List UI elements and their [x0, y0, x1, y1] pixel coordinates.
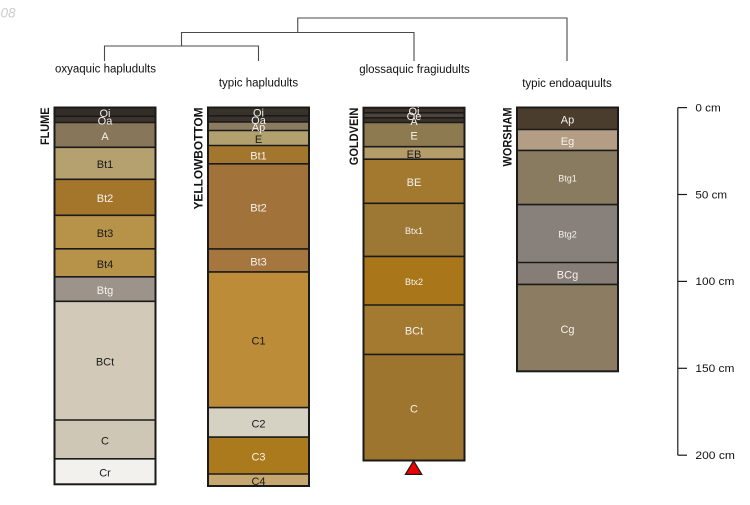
svg-text:Bt4: Bt4: [97, 259, 114, 271]
svg-text:C: C: [101, 435, 109, 447]
svg-text:200 cm: 200 cm: [695, 450, 735, 462]
svg-text:Btg2: Btg2: [558, 230, 577, 240]
svg-text:A: A: [101, 131, 109, 143]
svg-text:Btg: Btg: [97, 285, 114, 297]
svg-text:Btg1: Btg1: [558, 174, 577, 184]
svg-text:50 cm: 50 cm: [695, 189, 727, 201]
svg-text:Bt2: Bt2: [250, 202, 267, 214]
svg-text:Bt1: Bt1: [250, 151, 267, 163]
svg-text:GOLDVEIN: GOLDVEIN: [349, 108, 361, 166]
svg-text:Cg: Cg: [560, 324, 574, 336]
svg-text:Eg: Eg: [561, 136, 574, 148]
svg-text:-08: -08: [0, 6, 16, 21]
svg-text:C4: C4: [251, 476, 265, 488]
svg-text:EB: EB: [407, 149, 422, 161]
svg-text:0 cm: 0 cm: [695, 102, 720, 114]
svg-text:C2: C2: [251, 418, 265, 430]
svg-text:C3: C3: [251, 452, 265, 464]
svg-text:FLUME: FLUME: [40, 107, 52, 145]
svg-text:Bt2: Bt2: [97, 193, 114, 205]
svg-text:typic hapludults: typic hapludults: [219, 77, 299, 89]
svg-text:100 cm: 100 cm: [695, 276, 734, 288]
svg-text:Ap: Ap: [252, 122, 265, 134]
svg-text:Oi: Oi: [100, 108, 111, 120]
svg-text:Oa: Oa: [98, 115, 114, 127]
svg-text:C1: C1: [251, 336, 265, 348]
svg-text:Btx2: Btx2: [405, 277, 423, 287]
svg-text:Bt3: Bt3: [250, 256, 267, 268]
svg-text:YELLOWBOTTOM: YELLOWBOTTOM: [193, 107, 205, 209]
svg-text:Oe: Oe: [407, 111, 422, 123]
svg-text:Oi: Oi: [409, 106, 420, 118]
svg-text:150 cm: 150 cm: [695, 363, 734, 375]
svg-text:typic endoaquults: typic endoaquults: [522, 78, 612, 90]
svg-text:oxyaquic hapludults: oxyaquic hapludults: [55, 64, 156, 76]
svg-text:Bt3: Bt3: [97, 228, 114, 240]
svg-text:BE: BE: [407, 177, 422, 189]
svg-text:glossaquic fragiudults: glossaquic fragiudults: [359, 64, 470, 76]
svg-text:Ap: Ap: [561, 115, 574, 127]
svg-text:BCt: BCt: [405, 326, 423, 338]
svg-text:Oi: Oi: [253, 108, 264, 120]
svg-text:E: E: [255, 134, 262, 146]
svg-text:BCt: BCt: [96, 357, 114, 369]
svg-text:A: A: [410, 116, 418, 128]
svg-text:Bt1: Bt1: [97, 159, 114, 171]
svg-text:E: E: [410, 131, 417, 143]
svg-text:Oa: Oa: [251, 115, 267, 127]
svg-text:C: C: [410, 403, 418, 415]
svg-text:BCg: BCg: [557, 269, 578, 281]
svg-text:WORSHAM: WORSHAM: [502, 108, 514, 167]
svg-text:Btx1: Btx1: [405, 226, 423, 236]
svg-text:Cr: Cr: [99, 468, 111, 480]
